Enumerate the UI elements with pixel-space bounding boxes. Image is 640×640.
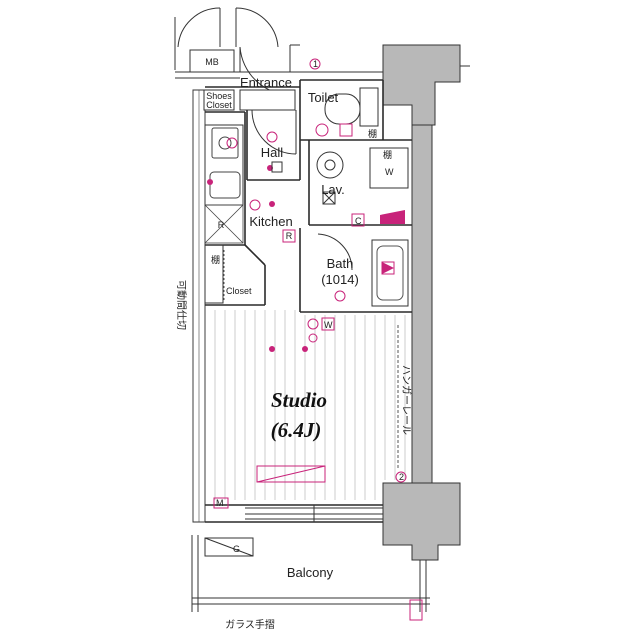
closet-label: Closet (226, 286, 252, 296)
studio-outlet-b (308, 333, 318, 343)
fridge-label: R (218, 220, 225, 230)
glass-railing-label: ガラス手摺 (225, 618, 275, 631)
marker-2-circle (395, 471, 407, 483)
studio-markers (267, 165, 308, 352)
interior-walls (205, 79, 412, 523)
sink-drain (218, 136, 232, 150)
studio-size: (6.4J) (271, 418, 322, 442)
balcony-label: Balcony (287, 565, 334, 580)
right-wall (411, 124, 433, 491)
lav-shelf-label: 棚 (383, 149, 392, 160)
studio-title: Studio (271, 388, 327, 412)
marker-2-label: 2 (399, 472, 404, 482)
circle-c-label: C (355, 216, 362, 226)
bath-drain (334, 290, 346, 302)
bathtub-inner (376, 245, 404, 301)
meter-box (213, 497, 229, 509)
shoes-closet-line2: Closet (206, 100, 232, 110)
ac-unit (256, 465, 326, 483)
studio-outlet-a (307, 318, 319, 330)
washer-floor-label: W (324, 320, 333, 330)
kitchen-counter (204, 124, 244, 206)
bathtub (371, 239, 409, 307)
mb-label: MB (205, 57, 219, 67)
bath-control-mark (382, 262, 394, 274)
marker-1-circle (309, 58, 321, 70)
entrance-door-arc (251, 109, 297, 155)
balcony-window (245, 505, 383, 522)
washer-label: W (385, 167, 394, 177)
meter-label: M (216, 498, 224, 508)
shoes-closet-line1: Shoes (206, 91, 232, 101)
corridor-lines (175, 65, 470, 79)
lav-vent-x2 (322, 191, 336, 205)
ac-unit-diagonal (256, 465, 326, 483)
kitchen-label: Kitchen (249, 214, 292, 229)
fridge-label-2: R (286, 231, 293, 241)
hall-light (266, 131, 278, 143)
lav-basin (316, 151, 344, 179)
marker-1-label: 1 (313, 59, 318, 69)
kitchen-light (249, 199, 261, 211)
shoes-closet (203, 89, 235, 111)
lav-heater (380, 210, 405, 224)
hanger-rail-label: ハンガーレール (400, 365, 412, 435)
kitchen-tap (226, 137, 238, 149)
fridge-space (204, 204, 244, 244)
washer-floor-box (321, 317, 335, 331)
toilet-fixture-b (339, 123, 353, 137)
kitchen-fan (207, 179, 213, 185)
toilet-shelf-label: 棚 (368, 128, 377, 139)
balcony-fixture (409, 599, 423, 621)
balcony (191, 535, 430, 612)
bath-size-label: (1014) (321, 272, 359, 287)
lav-vent (322, 191, 336, 205)
bath-door-arc (317, 233, 353, 271)
toilet-tank (359, 87, 379, 127)
toilet-fixture-a (315, 123, 329, 137)
entrance-label: Entrance (240, 75, 292, 90)
lav-drain (324, 159, 336, 171)
closet-shelf-label: 棚 (211, 254, 220, 265)
kitchen-sink (211, 127, 239, 159)
washer-space (369, 147, 409, 189)
toilet-label: Toilet (308, 90, 339, 105)
right-column-bottom (382, 482, 461, 561)
circle-c-box (351, 213, 365, 227)
right-column-top (382, 44, 461, 126)
fridge-outlet (282, 229, 296, 243)
entrance-step (239, 89, 296, 111)
lav-label: Lav. (321, 182, 345, 197)
gas-label: G (233, 544, 240, 554)
bath-label: Bath (327, 256, 354, 271)
hall-switch (271, 161, 283, 173)
closet-shelf (204, 244, 224, 304)
sliding-partition-label: 可動間仕切 (175, 280, 188, 330)
structural-walls (192, 44, 461, 561)
hall-label: Hall (261, 145, 284, 160)
